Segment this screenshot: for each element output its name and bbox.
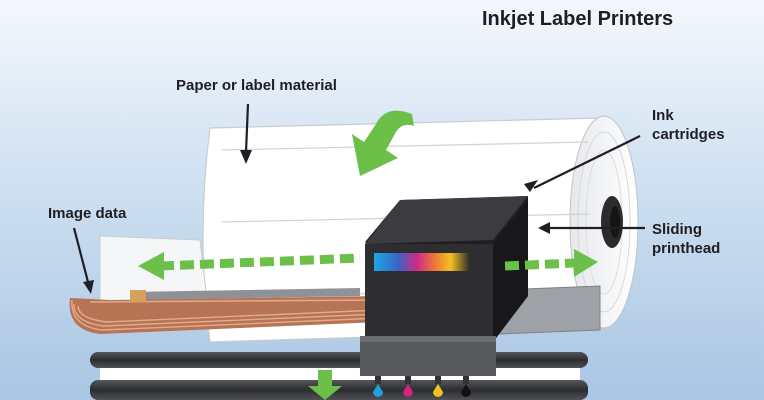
yellow-ink-drop bbox=[433, 384, 443, 397]
upper-roller bbox=[90, 352, 588, 368]
diagram-title: Inkjet Label Printers bbox=[482, 8, 674, 30]
callout-arrows bbox=[72, 103, 645, 283]
sliding-printhead-label-line-1: Sliding bbox=[652, 221, 702, 238]
lower-roller bbox=[90, 380, 588, 400]
label-output-arrow bbox=[308, 370, 342, 400]
ribbon-cable bbox=[69, 290, 381, 334]
print-direction-arrow-right bbox=[504, 249, 598, 277]
ink-nozzles bbox=[373, 376, 471, 397]
ink-cartridges-label-line-1: Ink bbox=[652, 107, 674, 124]
paper-feed-arrow bbox=[352, 110, 414, 176]
paper-material-label: Paper or label material bbox=[176, 77, 337, 94]
print-direction-arrow-left bbox=[138, 252, 361, 280]
printhead-carriage bbox=[360, 196, 528, 376]
magenta-ink-drop bbox=[403, 384, 413, 397]
callout-arrowheads bbox=[83, 150, 550, 294]
ink-cartridges-label-line-2: cartridges bbox=[652, 126, 725, 143]
sliding-printhead-label-line-2: printhead bbox=[652, 240, 721, 257]
black-ink-drop bbox=[461, 384, 471, 397]
cyan-ink-drop bbox=[373, 384, 383, 397]
sliding-printhead-label: Sliding printhead bbox=[652, 220, 720, 258]
image-data-label: Image data bbox=[48, 205, 127, 222]
printed-label-strip bbox=[100, 368, 580, 380]
ink-color-window bbox=[374, 253, 470, 271]
ink-cartridges-label: Ink cartridges bbox=[652, 106, 725, 144]
